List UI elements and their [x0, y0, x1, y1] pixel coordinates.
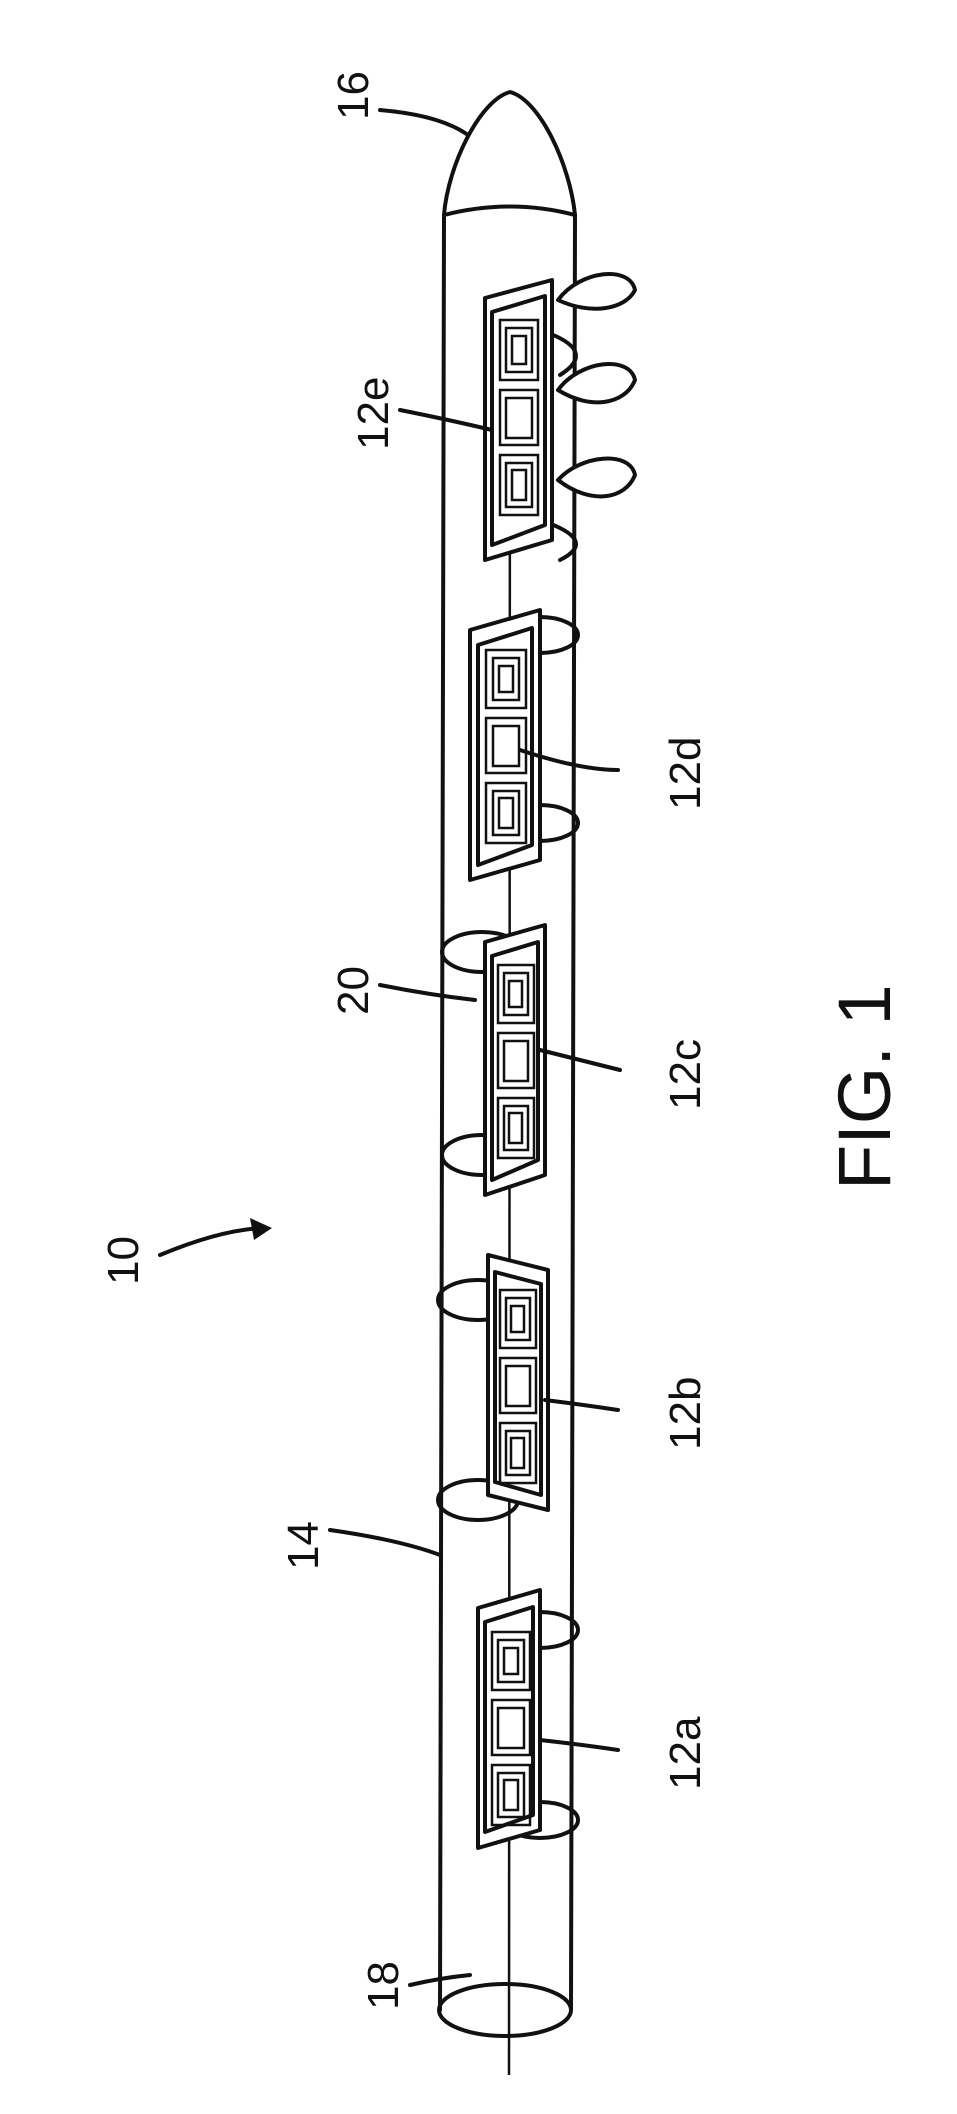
label-12a: 12a	[661, 1716, 710, 1790]
leader-12c	[540, 1050, 620, 1070]
leader-12b	[545, 1400, 618, 1410]
segment-12b	[438, 1255, 548, 1520]
fin-1	[558, 274, 635, 309]
label-12b: 12b	[661, 1377, 710, 1450]
leader-16	[380, 110, 468, 135]
label-20: 20	[329, 966, 378, 1015]
segment-12a	[478, 1590, 578, 1848]
label-12d: 12d	[661, 737, 710, 810]
figure-caption: FIG. 1	[823, 984, 906, 1190]
leader-12a	[540, 1740, 618, 1750]
label-12c: 12c	[661, 1039, 710, 1110]
segment-12d	[470, 610, 578, 880]
arrowhead-10	[250, 1218, 272, 1240]
open-end	[439, 1984, 571, 2036]
nose-tip	[444, 92, 575, 215]
leader-20	[380, 985, 475, 1000]
label-10: 10	[99, 1236, 148, 1285]
label-14: 14	[279, 1521, 328, 1570]
fin-3	[558, 459, 635, 497]
label-12e: 12e	[349, 377, 398, 450]
segment-12c	[442, 925, 545, 1195]
leader-14	[330, 1530, 440, 1555]
label-18: 18	[359, 1961, 408, 2010]
label-16: 16	[329, 71, 378, 120]
segment-12e	[485, 274, 635, 560]
leader-10	[160, 1228, 262, 1255]
leader-12e	[400, 410, 492, 430]
